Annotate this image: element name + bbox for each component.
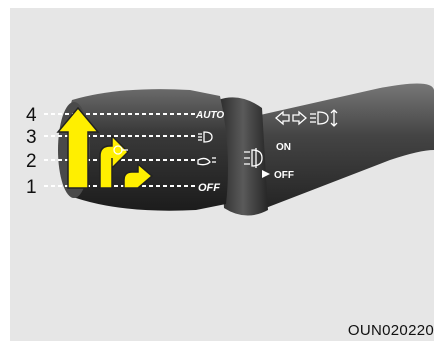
- position-1-mode-label: OFF: [198, 182, 220, 194]
- position-4-mode-label: AUTO: [195, 110, 224, 121]
- position-numbers: 4 3 2 1: [26, 105, 37, 198]
- position-number-1: 1: [26, 177, 37, 198]
- image-reference-code: OUN020220: [348, 322, 434, 339]
- position-number-4: 4: [26, 105, 37, 126]
- fog-off-label: OFF: [274, 170, 294, 181]
- fog-on-label: ON: [276, 142, 291, 153]
- stalk-arm: [238, 83, 434, 214]
- position-number-2: 2: [26, 151, 37, 172]
- position-number-3: 3: [26, 127, 37, 148]
